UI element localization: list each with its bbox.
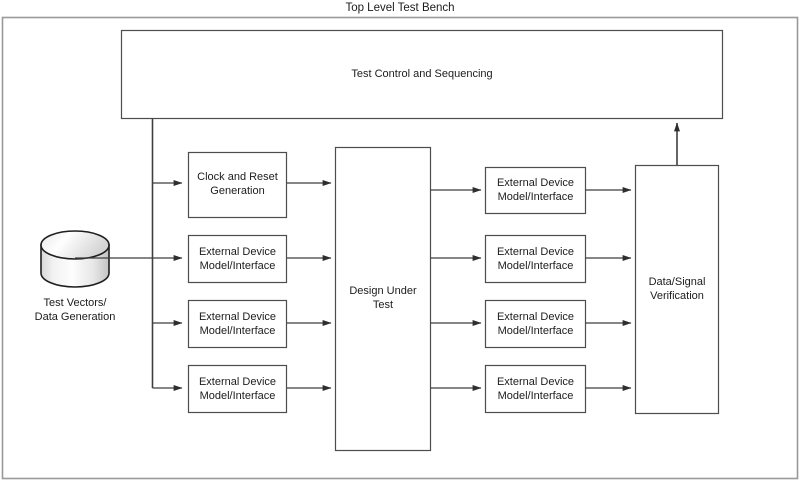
right-box-1-label: External Device Model/Interface	[496, 177, 575, 203]
right-box-4	[484, 364, 587, 414]
verification-box	[634, 164, 720, 415]
left-box-2-label: External Device Model/Interface	[198, 246, 277, 272]
test-vectors-label: Test Vectors/ Data Generation	[34, 297, 116, 323]
left-box-4	[187, 364, 288, 414]
outer-frame	[1, 16, 799, 480]
right-box-3-label: External Device Model/Interface	[496, 311, 575, 337]
verification-label: Data/Signal Verification	[648, 276, 706, 302]
right-box-3	[484, 299, 587, 349]
test-vectors-cylinder	[40, 230, 110, 288]
dut-box	[334, 146, 432, 452]
right-box-2-label: External Device Model/Interface	[496, 246, 575, 272]
diagram-title: Top Level Test Bench	[345, 2, 455, 14]
left-box-3	[187, 299, 288, 349]
right-box-2	[484, 234, 587, 284]
test-control-label: Test Control and Sequencing	[351, 68, 493, 80]
test-control-box	[120, 29, 724, 120]
dut-label: Design Under Test	[349, 285, 417, 311]
right-box-1	[484, 166, 587, 215]
left-box-3-label: External Device Model/Interface	[198, 311, 277, 337]
left-box-1	[187, 151, 288, 219]
right-box-4-label: External Device Model/Interface	[496, 376, 575, 402]
left-box-1-label: Clock and Reset Generation	[197, 171, 278, 197]
left-box-2	[187, 234, 288, 284]
left-box-4-label: External Device Model/Interface	[198, 376, 277, 402]
